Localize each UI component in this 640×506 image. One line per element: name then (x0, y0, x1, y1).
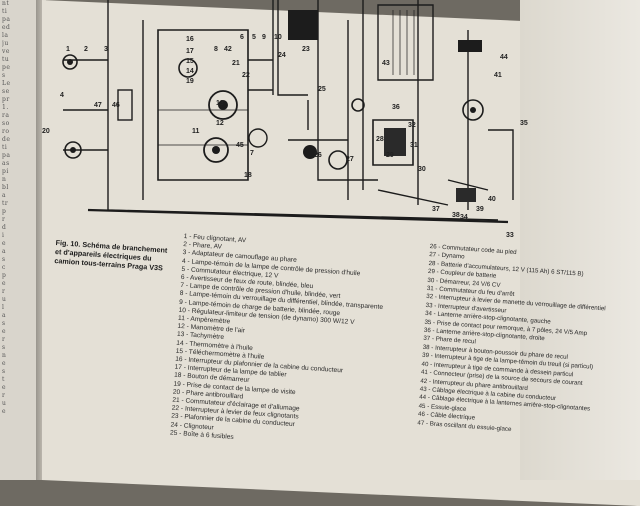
diagram-callout: 26 (314, 152, 322, 159)
diagram-callout: 5 (252, 34, 256, 41)
diagram-callout: 13 (216, 100, 224, 107)
diagram-callout: 25 (318, 86, 326, 93)
diagram-callout: 2 (84, 46, 88, 53)
diagram-callout: 21 (232, 60, 240, 67)
diagram-callout: 29 (386, 152, 394, 159)
diagram-callout: 4 (60, 92, 64, 99)
diagram-callout: 31 (410, 142, 418, 149)
diagram-callout: 41 (494, 72, 502, 79)
diagram-callout: 27 (346, 156, 354, 163)
book-gutter (36, 0, 46, 480)
diagram-callout: 43 (382, 60, 390, 67)
diagram-callout: 9 (262, 34, 266, 41)
diagram-callout: 3 (104, 46, 108, 53)
wiring-diagram (62, 0, 514, 224)
diagram-callout: 34 (460, 214, 468, 221)
diagram-callout: 12 (216, 120, 224, 127)
diagram-callout: 42 (224, 46, 232, 53)
diagram-callout: 33 (506, 232, 514, 239)
diagram-callout: 38 (452, 212, 460, 219)
diagram-callout: 7 (250, 150, 254, 157)
diagram-callout: 28 (376, 136, 384, 143)
diagram-callout: 16 (186, 36, 194, 43)
diagram-callout: 10 (274, 34, 282, 41)
diagram-callout: 1 (66, 46, 70, 53)
diagram-callout: 30 (418, 166, 426, 173)
diagram-callout: 18 (244, 172, 252, 179)
diagram-callout: 36 (392, 104, 400, 111)
diagram-callout: 24 (278, 52, 286, 59)
diagram-callout: 8 (214, 46, 218, 53)
right-page-edge (520, 0, 640, 480)
diagram-callout: 11 (192, 128, 200, 135)
diagram-callout: 44 (500, 54, 508, 61)
diagram-callout: 19 (186, 78, 194, 85)
diagram-callout: 46 (112, 102, 120, 109)
diagram-callout: 17 (186, 48, 194, 55)
diagram-callout: 35 (520, 120, 528, 127)
diagram-callout: 45 (236, 142, 244, 149)
diagram-callout: 47 (94, 102, 102, 109)
diagram-callout: 6 (240, 34, 244, 41)
diagram-callout: 23 (302, 46, 310, 53)
diagram-callout: 20 (42, 128, 50, 135)
diagram-callout: 40 (488, 196, 496, 203)
diagram-callout: 39 (476, 206, 484, 213)
diagram-callout: 15 (186, 58, 194, 65)
diagram-callout: 14 (186, 68, 194, 75)
diagram-callout: 22 (242, 72, 250, 79)
diagram-callout: 37 (432, 206, 440, 213)
diagram-callout: 32 (408, 122, 416, 129)
